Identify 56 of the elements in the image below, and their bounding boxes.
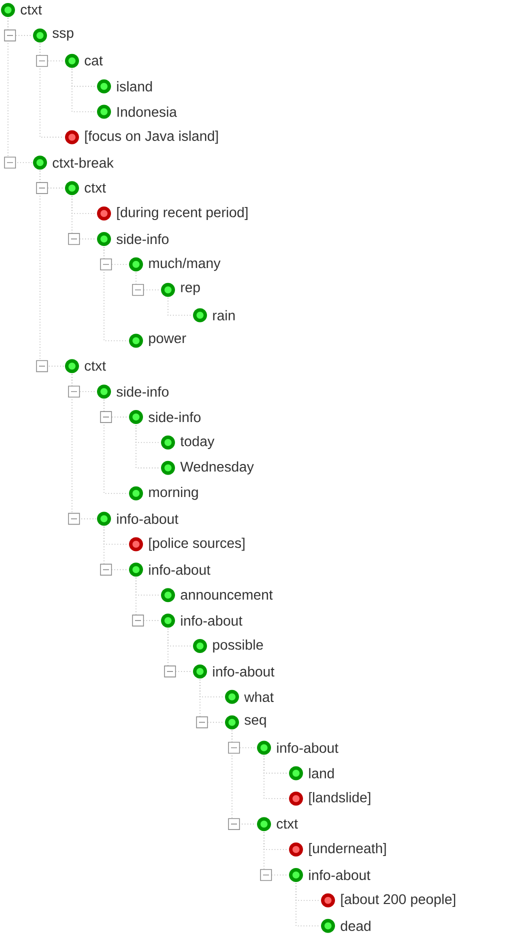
tree-line (40, 43, 64, 138)
tree-item: [about 200 people] (341, 894, 456, 907)
tree-line (72, 374, 96, 520)
tree-line (200, 679, 224, 723)
tree-item: dead (340, 920, 370, 931)
tree-item: cat (84, 56, 103, 66)
tree-item: [during recent period] (117, 207, 248, 220)
tree-item: what (244, 692, 274, 702)
tree-line (104, 526, 128, 570)
tree-item: seq (244, 717, 266, 728)
tree-item: ctxt (20, 5, 42, 15)
tree-item: [police sources] (149, 538, 244, 551)
tree-item: rain (213, 310, 235, 320)
tree-line (232, 730, 256, 824)
tree-line (8, 18, 32, 164)
tree-item: power (149, 336, 186, 346)
tree-item: info-about (309, 870, 370, 880)
tree-item: today (180, 436, 214, 449)
tree-item: land (309, 768, 334, 778)
tree-item: [underneath] (309, 843, 386, 856)
tree-line (264, 755, 288, 800)
tree-line (136, 577, 160, 621)
tree-item: info-about (149, 564, 210, 575)
tree-item: info-about (181, 615, 242, 626)
tree-item: side-info (116, 386, 169, 397)
tree-item: rep (181, 284, 200, 296)
tree-line (40, 170, 64, 367)
tree-item: ssp (52, 30, 74, 41)
tree-line (168, 297, 192, 316)
tree-line (168, 628, 192, 672)
tree-line (136, 272, 160, 290)
tree-item: announcement (180, 590, 273, 600)
tree-item: side-info (116, 234, 169, 244)
tree-line (264, 832, 288, 876)
tree-item: info-about (213, 666, 274, 677)
tree-item: possible (213, 639, 263, 653)
tree-item: ctxt (276, 820, 298, 829)
tree-item: [landslide] (309, 792, 370, 806)
tree-line (296, 882, 320, 926)
tree-item: ctxt-break (52, 158, 114, 168)
tree-item: morning (149, 486, 198, 500)
tree-item: island (117, 81, 152, 92)
tree-item: ctxt (84, 362, 106, 371)
tree-item: side-info (148, 412, 201, 422)
tree-line (136, 424, 160, 468)
tree-item: info-about (117, 514, 178, 524)
tree-item: [focus on Java island] (85, 130, 218, 144)
tree-line (104, 246, 128, 342)
tree-line (72, 196, 96, 240)
tree-item: info-about (277, 742, 338, 753)
tree-item: Indonesia (117, 106, 177, 117)
tree-item: ctxt (84, 184, 106, 193)
tree-item: much/many (149, 258, 221, 271)
tree-line (72, 68, 96, 112)
tree-item: Wednesday (180, 461, 254, 474)
tree-line (104, 399, 128, 494)
